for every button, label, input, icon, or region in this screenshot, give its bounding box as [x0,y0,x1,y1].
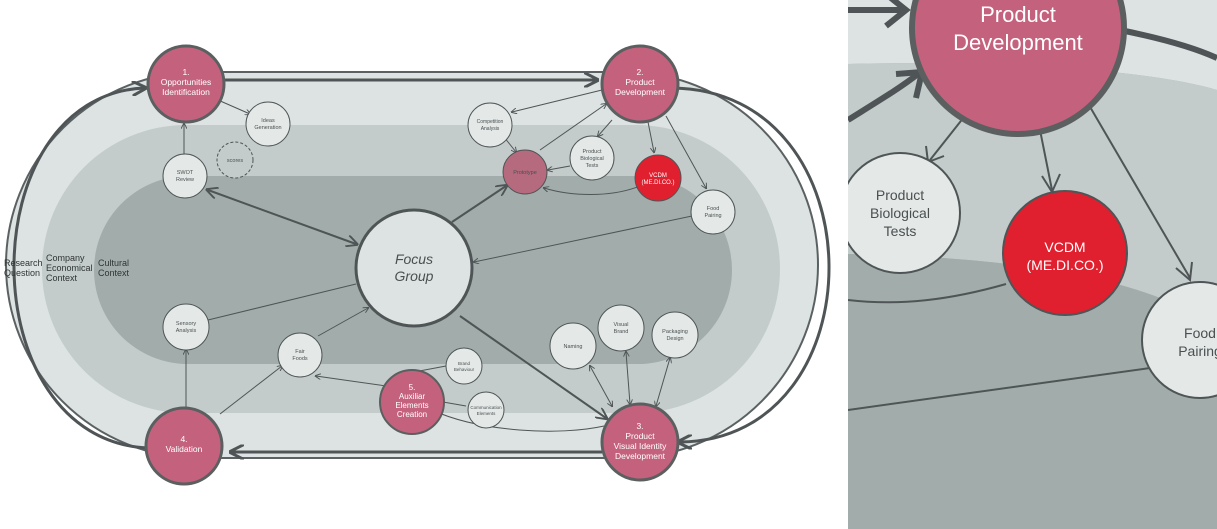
svg-text:scores: scores [227,158,243,164]
svg-text:Prototype: Prototype [513,170,537,176]
svg-text:VCDM(ME.DI.CO.): VCDM(ME.DI.CO.) [1027,239,1104,273]
loop-arrow-right [671,86,831,442]
loop-arrow-left [12,88,149,450]
zoom-node-vcdm: VCDM(ME.DI.CO.) [1002,190,1128,316]
svg-text:VCDM(ME.DI.CO.): VCDM(ME.DI.CO.) [642,173,675,186]
connectors [184,89,706,432]
svg-text:4.Validation: 4.Validation [166,434,203,454]
node-vcdm: VCDM(ME.DI.CO.) [634,154,682,202]
stage-4-validation: 4.Validation [144,406,224,486]
node-naming: Naming [549,322,597,370]
svg-text:Naming: Naming [564,344,583,350]
node-scores: scores [216,141,254,179]
node-prototype: Prototype [502,149,548,195]
